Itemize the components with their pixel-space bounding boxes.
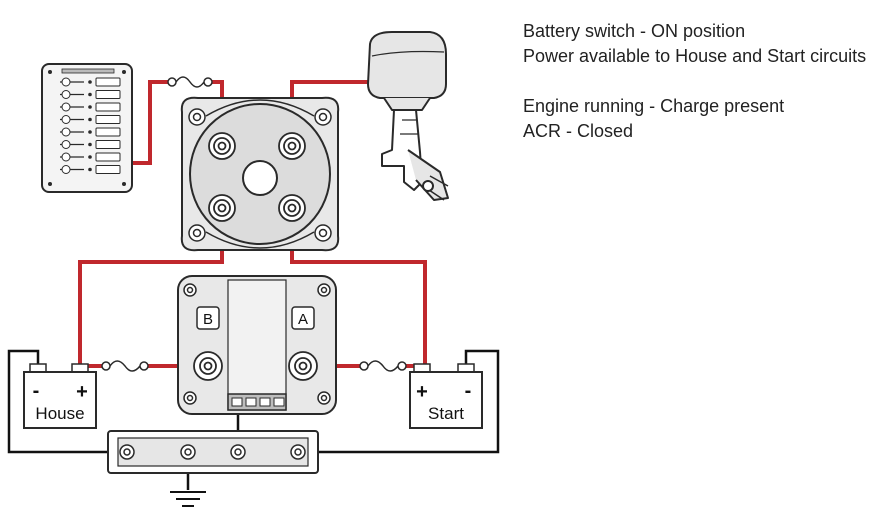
negative-bus-bar xyxy=(107,430,319,474)
status-engine-charge: Engine running - Charge present xyxy=(523,96,785,116)
panel-switch-row xyxy=(60,165,121,174)
start-battery-minus-label: - xyxy=(465,380,472,402)
fuse-house xyxy=(101,360,149,372)
wiring-diagram: B A - + House xyxy=(7,31,500,507)
acr-mount-holes xyxy=(183,283,331,405)
panel-switch-row xyxy=(60,90,121,99)
panel-switch-row xyxy=(60,152,121,162)
start-battery-plus-label: + xyxy=(416,381,428,403)
fuse-panel xyxy=(167,76,213,88)
panel-switch-rows xyxy=(60,77,121,174)
ground-icon xyxy=(170,491,206,507)
house-battery-minus-label: - xyxy=(33,380,40,402)
outboard-engine-icon xyxy=(367,31,449,201)
panel-switch-row xyxy=(60,140,121,149)
start-battery-label: Start xyxy=(428,404,464,423)
panel-switch-row xyxy=(60,77,121,87)
switch-mount-holes xyxy=(188,108,332,242)
switch-knob-center xyxy=(242,160,278,196)
house-battery-label: House xyxy=(35,404,84,423)
panel-switch-row xyxy=(60,115,121,124)
acr-studs xyxy=(193,351,318,381)
status-acr: ACR - Closed xyxy=(523,121,634,141)
panel-switch-row xyxy=(60,102,121,112)
status-switch-position: Battery switch - ON position xyxy=(523,21,746,41)
switch-studs xyxy=(208,132,306,222)
acr-terminal-b-badge xyxy=(196,306,220,330)
acr-terminal-a-label: A xyxy=(298,311,308,328)
acr-terminal-b-label: B xyxy=(203,311,213,328)
wire-house-negative xyxy=(7,349,108,454)
acr-terminal-a-badge xyxy=(291,306,315,330)
wire-start-negative xyxy=(318,349,500,454)
panel-switch-row xyxy=(60,127,121,137)
distribution-panel xyxy=(41,63,133,193)
house-battery: - + House xyxy=(23,363,97,429)
house-battery-plus-label: + xyxy=(76,381,88,403)
fuse-start xyxy=(359,360,407,372)
battery-switch xyxy=(180,96,340,252)
start-battery: + - Start xyxy=(409,363,483,429)
status-power-available: Power available to House and Start circu… xyxy=(523,46,867,66)
fuses xyxy=(101,76,407,372)
acr-relay: B A xyxy=(177,275,337,415)
